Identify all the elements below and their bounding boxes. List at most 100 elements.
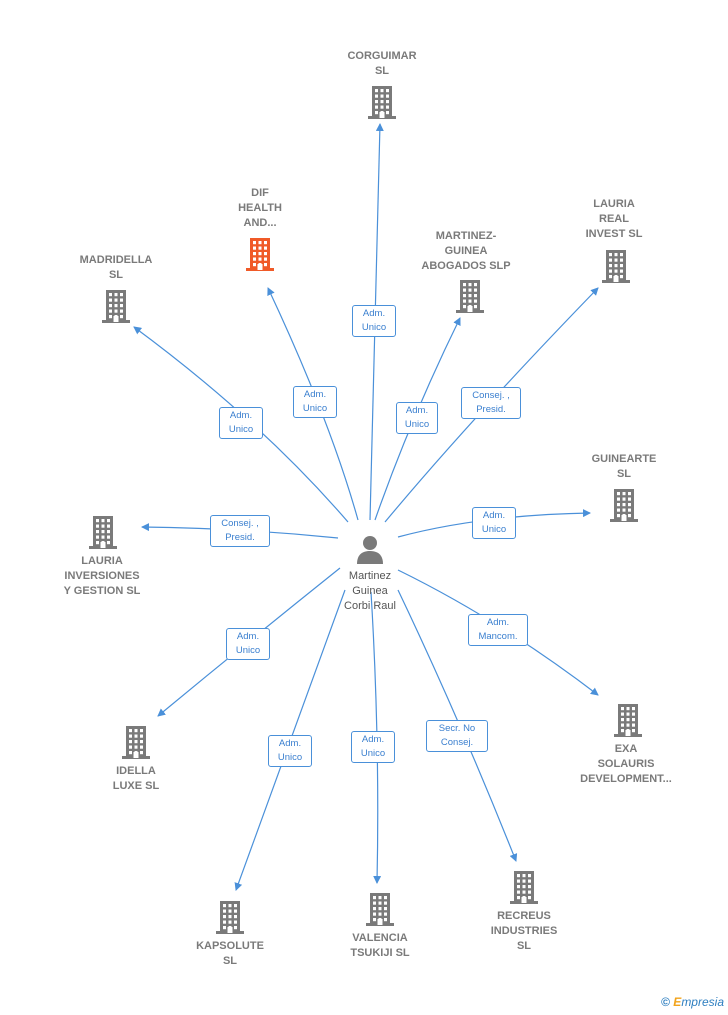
company-name-line: SL	[516, 940, 532, 952]
building-icon[interactable]	[120, 724, 152, 765]
company-name-line: LAURIA	[593, 198, 635, 210]
relation-text: Unico	[277, 752, 303, 763]
company-label-exa[interactable]: EXA SOLAURIS DEVELOPMENT...	[566, 742, 686, 787]
company-name-line: LUXE SL	[112, 780, 160, 792]
relation-text: Mancom.	[478, 631, 518, 642]
company-label-valencia[interactable]: VALENCIA TSUKIJI SL	[330, 931, 430, 961]
company-name-line: SL	[616, 468, 632, 480]
relation-badge-dif[interactable]: Adm. Unico	[293, 386, 337, 418]
company-label-guinearte[interactable]: GUINEARTE SL	[572, 452, 676, 482]
relation-badge-recreus[interactable]: Secr. No Consej.	[426, 720, 488, 752]
company-name-line: SL	[374, 65, 390, 77]
center-person[interactable]	[354, 534, 386, 566]
relation-badge-idella[interactable]: Adm. Unico	[226, 628, 270, 660]
company-label-lauria-inversiones[interactable]: LAURIA INVERSIONES Y GESTION SL	[40, 554, 164, 599]
brand-rest: mpresia	[681, 995, 724, 1009]
company-name-line: SOLAURIS	[597, 758, 655, 770]
relation-badge-corguimar[interactable]: Adm. Unico	[352, 305, 396, 337]
relation-badge-lauria-inversiones[interactable]: Consej. , Presid.	[210, 515, 270, 547]
company-name-line: CORGUIMAR	[347, 50, 417, 62]
relation-text: Adm.	[303, 389, 327, 400]
relation-text: Adm.	[486, 617, 510, 628]
relation-text: Presid.	[476, 404, 506, 415]
relation-text: Unico	[361, 322, 387, 333]
company-name-line: REAL	[599, 213, 629, 225]
relation-badge-kapsolute[interactable]: Adm. Unico	[268, 735, 312, 767]
brand-initial: E	[673, 995, 682, 1009]
company-name-line: HEALTH	[238, 202, 282, 214]
center-name-line: Corbi Raul	[344, 600, 396, 612]
relation-text: Unico	[481, 524, 507, 535]
company-name-line: INDUSTRIES	[490, 925, 558, 937]
company-name-line: KAPSOLUTE	[196, 940, 264, 952]
company-label-recreus[interactable]: RECREUS INDUSTRIES SL	[470, 909, 578, 954]
company-label-idella[interactable]: IDELLA LUXE SL	[84, 764, 188, 794]
person-icon	[357, 536, 383, 564]
center-name-line: Martinez	[348, 570, 392, 582]
relation-text: Adm.	[229, 410, 253, 421]
relation-badge-exa[interactable]: Adm. Mancom.	[468, 614, 528, 646]
relation-text: Adm.	[278, 738, 302, 749]
building-icon[interactable]	[87, 514, 119, 555]
company-name-line: DEVELOPMENT...	[580, 773, 672, 785]
empresia-logo: © Empresia	[661, 995, 724, 1009]
relation-text: Unico	[228, 424, 254, 435]
relation-badge-martinez-guinea[interactable]: Adm. Unico	[396, 402, 438, 434]
building-icon[interactable]	[454, 278, 486, 319]
building-icon[interactable]	[244, 236, 276, 277]
company-label-corguimar[interactable]: CORGUIMAR SL	[330, 49, 434, 79]
company-name-line: TSUKIJI SL	[350, 947, 410, 959]
company-name-line: MARTINEZ-	[435, 230, 497, 242]
relation-text: Unico	[302, 403, 328, 414]
company-label-madridella[interactable]: MADRIDELLA SL	[64, 253, 168, 283]
company-name-line: EXA	[614, 743, 638, 755]
relation-text: Adm.	[405, 405, 429, 416]
building-icon[interactable]	[612, 702, 644, 743]
company-name-line: SL	[222, 955, 238, 967]
company-name-line: SL	[108, 269, 124, 281]
building-icon[interactable]	[364, 891, 396, 932]
company-name-line: Y GESTION SL	[63, 585, 141, 597]
company-name-line: IDELLA	[116, 765, 156, 777]
relation-badge-lauria-real[interactable]: Consej. , Presid.	[461, 387, 521, 419]
company-name-line: RECREUS	[497, 910, 551, 922]
company-label-kapsolute[interactable]: KAPSOLUTE SL	[180, 939, 280, 969]
company-name-line: GUINEARTE	[591, 453, 657, 465]
relation-text: Unico	[235, 645, 261, 656]
company-name-line: VALENCIA	[352, 932, 408, 944]
relation-text: Unico	[404, 419, 430, 430]
company-name-line: ABOGADOS SLP	[421, 260, 511, 272]
company-name-line: DIF	[251, 187, 269, 199]
relation-text: Consej. ,	[221, 518, 259, 529]
relation-text: Adm.	[362, 308, 386, 319]
company-label-dif[interactable]: DIF HEALTH AND...	[210, 186, 310, 231]
company-name-line: MADRIDELLA	[79, 254, 153, 266]
building-icon[interactable]	[600, 248, 632, 289]
relation-badge-valencia[interactable]: Adm. Unico	[351, 731, 395, 763]
building-icon[interactable]	[508, 869, 540, 910]
relation-text: Secr. No	[438, 723, 476, 734]
company-name-line: AND...	[243, 217, 277, 229]
copyright-icon: ©	[661, 995, 670, 1009]
company-name-line: INVERSIONES	[64, 570, 140, 582]
relation-text: Presid.	[225, 532, 255, 543]
building-icon[interactable]	[366, 84, 398, 125]
relation-badge-madridella[interactable]: Adm. Unico	[219, 407, 263, 439]
relation-text: Consej.	[440, 737, 474, 748]
building-icon[interactable]	[608, 487, 640, 528]
relation-badge-guinearte[interactable]: Adm. Unico	[472, 507, 516, 539]
edges	[133, 123, 599, 891]
relation-text: Adm.	[361, 734, 385, 745]
relation-text: Adm.	[482, 510, 506, 521]
center-person-name[interactable]: Martinez Guinea Corbi Raul	[318, 569, 422, 614]
company-name-line: LAURIA	[81, 555, 123, 567]
company-name-line: INVEST SL	[585, 228, 643, 240]
center-name-line: Guinea	[352, 585, 388, 597]
relation-text: Consej. ,	[472, 390, 510, 401]
building-icon[interactable]	[214, 899, 246, 940]
relation-text: Unico	[360, 748, 386, 759]
building-icon[interactable]	[100, 288, 132, 329]
relation-text: Adm.	[236, 631, 260, 642]
company-label-lauria-real[interactable]: LAURIA REAL INVEST SL	[566, 197, 662, 242]
